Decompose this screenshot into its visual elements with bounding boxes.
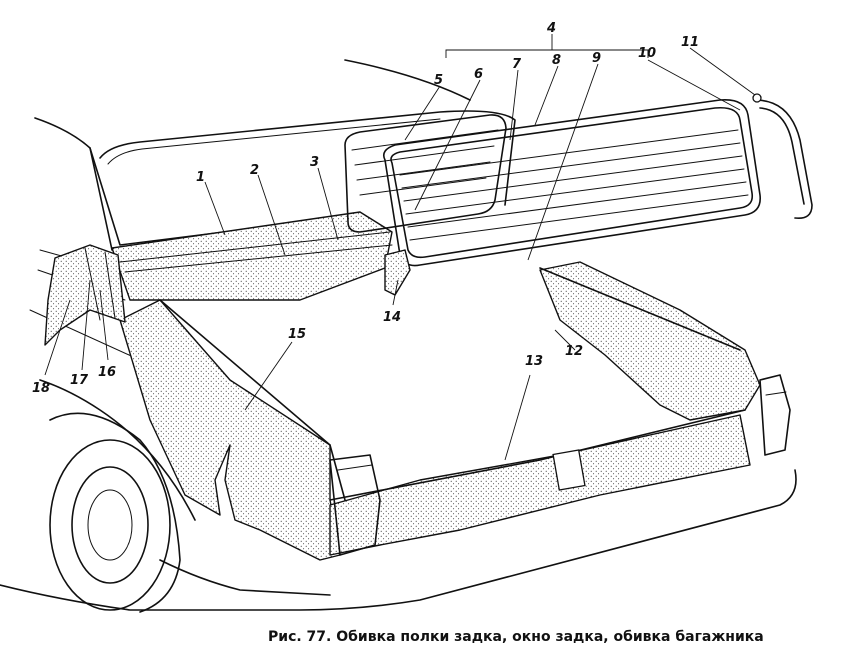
callout-16: 16 <box>98 365 116 380</box>
rear-panel-top-edge <box>329 409 746 501</box>
callout-12: 12 <box>565 344 583 359</box>
callout-8: 8 <box>552 53 561 68</box>
callout-14: 14 <box>383 310 401 325</box>
rear-panel-trim <box>329 414 751 556</box>
back-window-frame <box>99 110 516 206</box>
rear-shelf-edge <box>119 231 391 263</box>
callout-15: 15 <box>288 327 306 342</box>
callout-1: 1 <box>196 170 205 185</box>
figure-caption: Рис. 77. Обивка полки задка, окно задка,… <box>268 629 764 645</box>
callout-17: 17 <box>70 373 89 388</box>
callout-3: 3 <box>310 155 319 170</box>
rear-window-glass <box>382 98 762 267</box>
callout-18: 18 <box>32 381 50 396</box>
right-tail-light <box>759 374 791 456</box>
lock-opening <box>552 449 586 491</box>
window-seal <box>344 114 507 233</box>
rear-window-trim-molding <box>754 99 813 220</box>
callout-13: 13 <box>525 354 543 369</box>
callout-6: 6 <box>474 67 483 82</box>
left-trunk-side-trim <box>119 299 341 561</box>
leader-lines <box>44 34 756 461</box>
rear-shelf-trim <box>111 211 393 301</box>
left-tail-light <box>329 454 381 556</box>
callout-10: 10 <box>638 46 656 61</box>
callout-5: 5 <box>434 73 443 88</box>
callout-7: 7 <box>512 57 522 72</box>
rear-wheel <box>49 412 181 613</box>
shelf-bracket <box>384 249 411 296</box>
callout-4: 4 <box>546 21 556 36</box>
left-wing-trim <box>44 244 126 346</box>
callout-9: 9 <box>592 51 601 66</box>
molding-clip <box>752 93 762 103</box>
callout-11: 11 <box>681 35 699 50</box>
right-trunk-side-trim <box>539 261 761 421</box>
trunk-opening-edge <box>159 267 741 501</box>
callout-2: 2 <box>250 163 259 178</box>
